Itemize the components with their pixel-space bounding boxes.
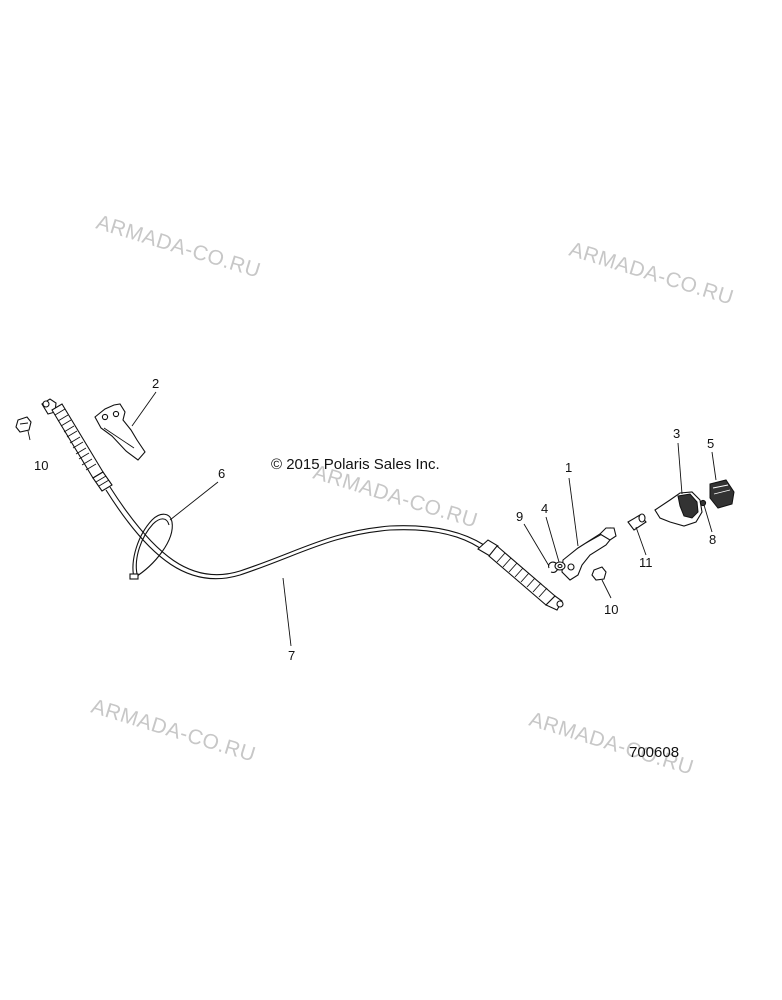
callout-11: 11 [639,555,653,570]
callout-1: 1 [565,460,572,475]
callout-6: 6 [218,466,225,481]
part-4-bushing [554,561,566,571]
copyright-text: © 2015 Polaris Sales Inc. [271,456,440,473]
part-7-shift-cable [41,398,564,611]
callout-2: 2 [152,376,159,391]
callout-8: 8 [709,532,716,547]
part-2-bracket [94,403,146,461]
part-10-nut-right [591,566,607,581]
drawing-number: 700608 [629,744,679,761]
callout-labels: 1 2 3 4 5 6 7 8 9 10 10 11 [34,376,716,663]
part-6-cable-tie [129,513,173,580]
part-11-spacer [627,513,647,531]
callout-4: 4 [541,501,548,516]
callout-10-left: 10 [34,458,48,473]
callout-7: 7 [288,648,295,663]
part-3-knob-housing [654,491,703,527]
watermark-top-right: ARMADA-CO.RU [567,238,737,310]
part-8-screw [699,499,707,507]
callout-5: 5 [707,436,714,451]
watermark-bottom-left: ARMADA-CO.RU [89,695,259,767]
watermarks: ARMADA-CO.RU ARMADA-CO.RU ARMADA-CO.RU A… [89,211,737,780]
callout-9: 9 [516,509,523,524]
part-5-knob-cap [709,479,735,509]
callout-3: 3 [673,426,680,441]
callout-10-right: 10 [604,602,618,617]
watermark-top-left: ARMADA-CO.RU [94,211,264,283]
leader-lines [27,391,717,647]
part-10-nut-left [15,416,32,433]
part-1-shift-lever [561,527,617,581]
